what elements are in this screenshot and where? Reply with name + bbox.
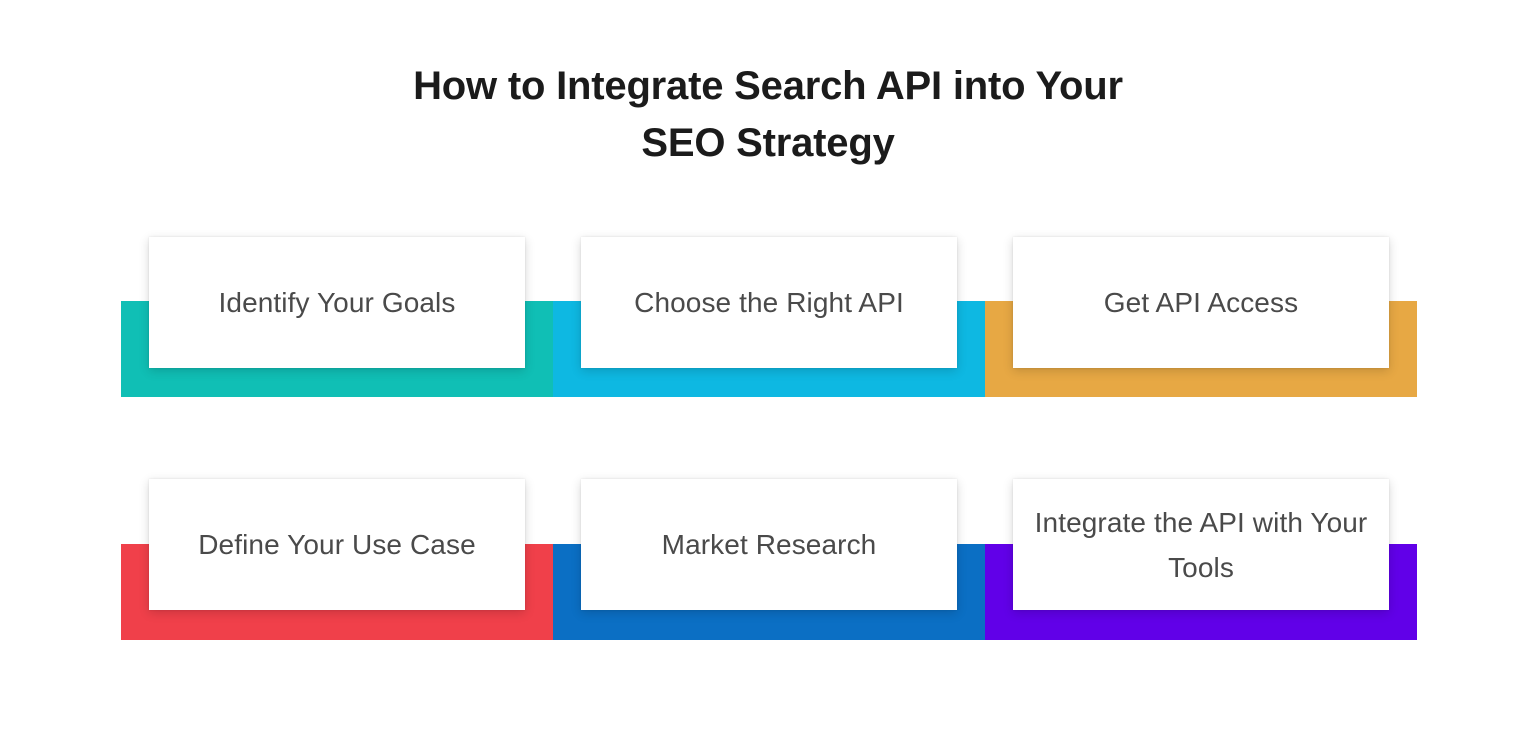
step-card-label: Market Research <box>661 529 877 560</box>
step-define-your-use-case[interactable]: Define Your Use Case <box>121 479 553 640</box>
step-card-label: Choose the Right API <box>634 287 904 318</box>
step-card[interactable]: Identify Your Goals <box>149 237 525 368</box>
step-card[interactable]: Market Research <box>581 479 957 610</box>
step-row-bottom: Define Your Use Case Market Research Int… <box>121 479 1417 640</box>
step-card-label: Integrate the API with Your Tools <box>1034 506 1368 583</box>
step-market-research[interactable]: Market Research <box>553 479 985 640</box>
step-card[interactable]: Define Your Use Case <box>149 479 525 610</box>
step-card[interactable]: Get API Access <box>1013 237 1389 368</box>
page-title-line-1: How to Integrate Search API into Your <box>413 64 1123 108</box>
page-title-line-2: SEO Strategy <box>641 121 895 165</box>
step-card-label: Define Your Use Case <box>198 529 476 560</box>
step-row-top: Identify Your Goals Choose the Right API… <box>121 237 1417 397</box>
step-get-api-access[interactable]: Get API Access <box>985 237 1417 397</box>
page-title: How to Integrate Search API into Your SE… <box>0 58 1536 172</box>
step-integrate-the-api-with-your-tools[interactable]: Integrate the API with Your Tools <box>985 479 1417 640</box>
step-identify-your-goals[interactable]: Identify Your Goals <box>121 237 553 397</box>
step-choose-the-right-api[interactable]: Choose the Right API <box>553 237 985 397</box>
step-card-label: Identify Your Goals <box>218 287 456 318</box>
step-card[interactable]: Choose the Right API <box>581 237 957 368</box>
step-card-label: Get API Access <box>1103 287 1299 318</box>
step-card[interactable]: Integrate the API with Your Tools <box>1013 479 1389 610</box>
